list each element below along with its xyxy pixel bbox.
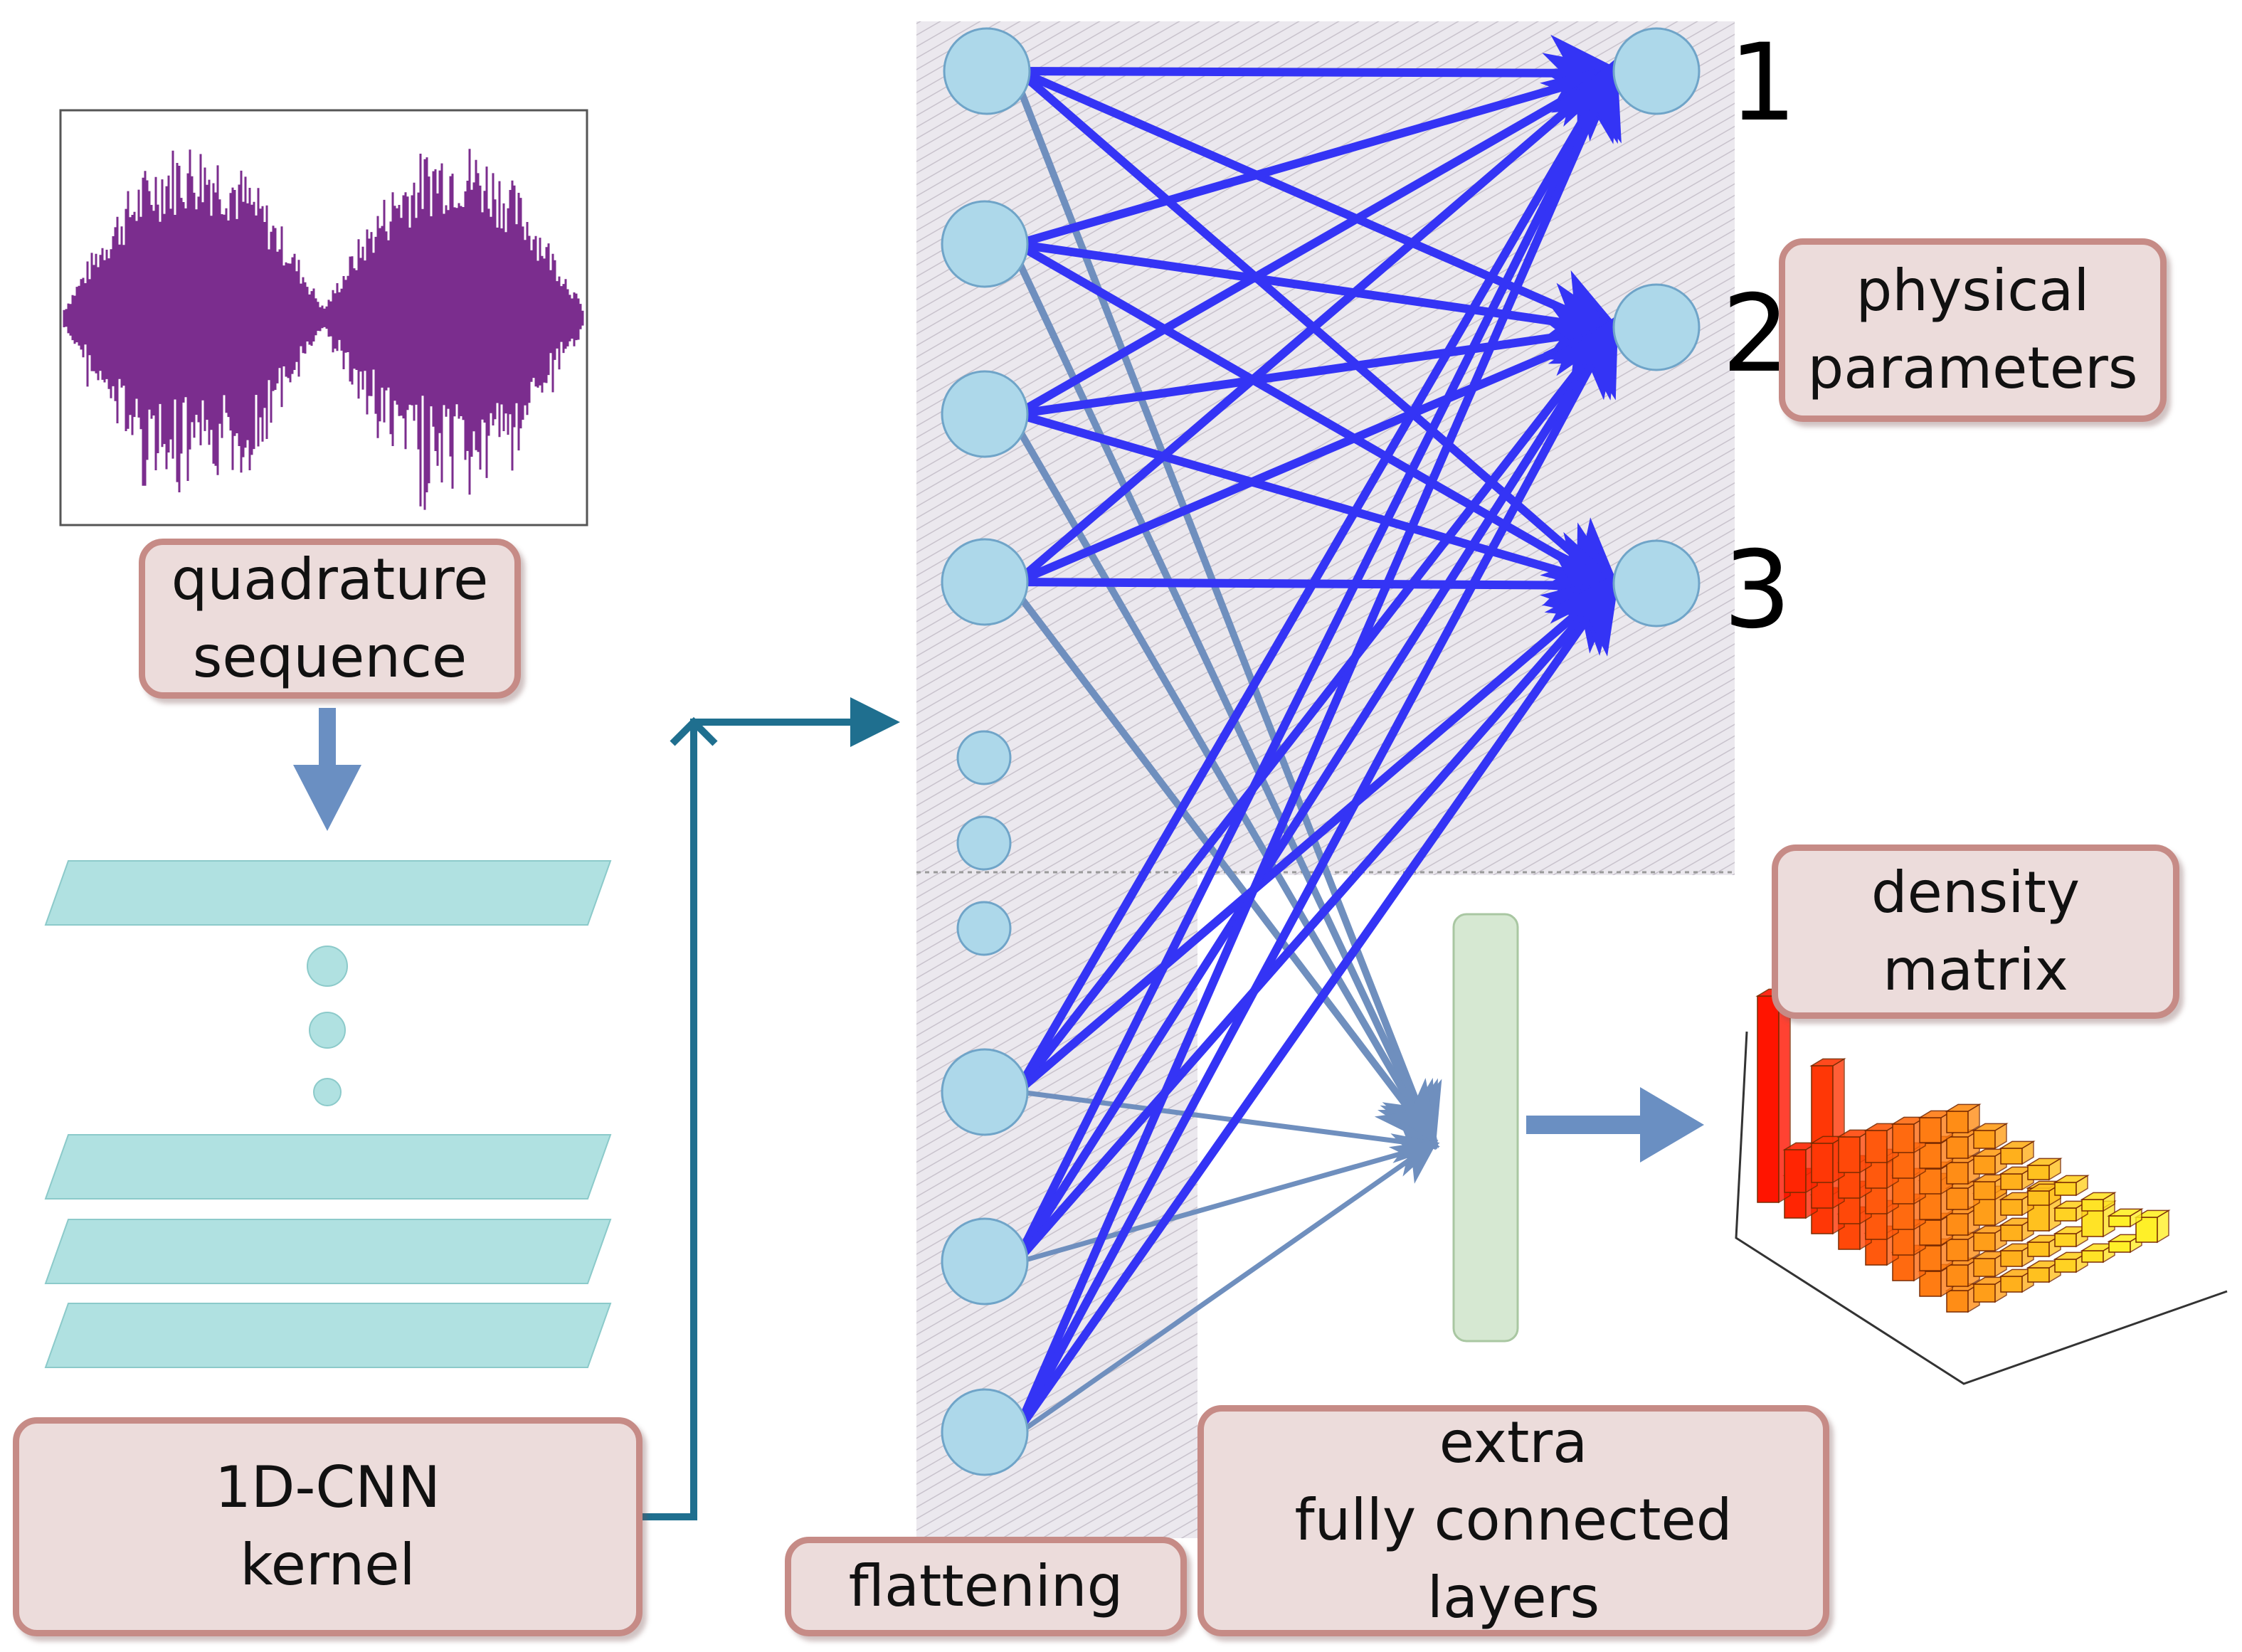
waveform-plot-icon xyxy=(63,149,584,510)
density-bar xyxy=(2080,1243,2117,1264)
cnn-kernel-label: 1D-CNN kernel xyxy=(13,1417,643,1636)
output-number-3: 3 xyxy=(1723,529,1792,652)
strong-edge xyxy=(1012,314,1619,1264)
output-node xyxy=(1612,539,1701,628)
network-edges xyxy=(1010,34,1627,1435)
sequence-to-cnn-arrow xyxy=(293,708,361,831)
strong-edge xyxy=(1015,240,1625,594)
strong-edge xyxy=(1015,65,1625,418)
physical-parameters-label: physical parameters xyxy=(1779,238,2167,422)
density-bar xyxy=(2053,1175,2090,1197)
flattening-label-line: flattening xyxy=(848,1552,1123,1619)
density-bar xyxy=(2107,1208,2144,1228)
strong-edge xyxy=(1016,240,1627,359)
output-node xyxy=(1612,283,1701,371)
flattening-label: flattening xyxy=(785,1537,1187,1636)
strong-edge xyxy=(1016,300,1627,418)
strong-edge xyxy=(1015,317,1627,586)
weak-edge xyxy=(1010,248,1438,1150)
density-bar xyxy=(2026,1260,2063,1283)
cnn-layer xyxy=(44,860,612,926)
flatten-node xyxy=(941,538,1029,626)
extra-fc-layers-label-line: fully connected xyxy=(1294,1487,1733,1554)
flatten-ellipsis-node xyxy=(956,730,1012,785)
output-nodes xyxy=(1612,27,1701,628)
strong-edge xyxy=(1012,58,1618,1264)
flatten-node xyxy=(941,1217,1029,1306)
density-matrix-label-line: density xyxy=(1871,859,2080,926)
flatten-node xyxy=(943,27,1031,115)
cnn-ellipsis-dot xyxy=(313,1078,342,1106)
fc-layer-bar xyxy=(1452,913,1519,1343)
density-matrix-label-line: matrix xyxy=(1883,936,2068,1003)
3d-bar-chart-icon xyxy=(1735,988,2228,1385)
cnn-to-flatten-connector xyxy=(640,697,900,1520)
extra-fc-layers-label-line: layers xyxy=(1427,1564,1600,1631)
strong-edge xyxy=(1012,314,1619,1434)
output-node xyxy=(1612,27,1701,115)
quadrature-sequence-label-line: quadrature xyxy=(171,546,489,613)
density-bar xyxy=(2080,1192,2117,1212)
cnn-layer-stack xyxy=(44,860,612,1368)
density-bar xyxy=(1999,1140,2036,1165)
weak-edge xyxy=(1010,585,1439,1148)
flatten-node xyxy=(941,370,1029,458)
density-bar xyxy=(2134,1209,2171,1244)
weak-edge xyxy=(1020,1133,1440,1264)
quadrature-sequence-label-line: sequence xyxy=(192,623,467,690)
cnn-ellipsis-dot xyxy=(309,1012,346,1049)
signal-plot xyxy=(59,109,588,526)
weak-edge xyxy=(1018,1139,1439,1434)
flatten-ellipsis-node xyxy=(956,815,1012,871)
strong-edge xyxy=(1013,572,1622,1264)
strong-edge xyxy=(1018,34,1627,112)
density-bar xyxy=(2053,1200,2090,1222)
flatten-node xyxy=(941,200,1029,288)
density-bar xyxy=(1891,1116,1928,1154)
strong-edge xyxy=(1017,67,1626,341)
cnn-layer xyxy=(44,1219,612,1284)
strong-edge xyxy=(1012,58,1622,1434)
strong-edge xyxy=(1014,574,1624,1096)
strong-edge xyxy=(1013,571,1620,1435)
flatten-ellipsis-node xyxy=(956,901,1012,956)
flatten-layer-nodes xyxy=(941,27,1031,1476)
cnn-kernel-label-line: 1D-CNN xyxy=(215,1454,440,1521)
density-matrix-label: density matrix xyxy=(1772,844,2179,1019)
density-bar xyxy=(1972,1123,2009,1150)
strong-edge xyxy=(1014,62,1624,586)
cnn-layer xyxy=(44,1303,612,1368)
extra-fc-layers-label: extra fully connected layers xyxy=(1197,1405,1829,1636)
density-bar xyxy=(2026,1158,2063,1181)
density-bar xyxy=(1972,1225,2009,1252)
strong-edge xyxy=(1012,58,1619,1095)
strong-edge xyxy=(1015,410,1627,606)
physical-parameters-label-line: physical xyxy=(1856,258,2090,324)
density-bar xyxy=(1945,1103,1982,1134)
flatten-node xyxy=(941,1048,1029,1136)
output-number-1: 1 xyxy=(1729,21,1797,145)
cnn-layer xyxy=(44,1134,612,1200)
weak-edge xyxy=(1010,418,1438,1150)
physical-parameters-label-line: parameters xyxy=(1807,335,2138,401)
fc-to-density-arrow xyxy=(1526,1087,1704,1163)
density-axis xyxy=(1735,1031,2228,1385)
flatten-node xyxy=(941,1388,1029,1476)
cnn-to-flatten-connector-arrowhead xyxy=(670,716,718,746)
strong-edge xyxy=(1013,316,1621,1095)
output-number-2: 2 xyxy=(1722,272,1790,396)
cnn-kernel-label-line: kernel xyxy=(240,1532,416,1598)
quadrature-sequence-label: quadrature sequence xyxy=(139,539,521,699)
strong-edge xyxy=(1015,53,1627,248)
extra-fc-layers-label-line: extra xyxy=(1439,1409,1588,1476)
cnn-ellipsis-dot xyxy=(307,946,348,987)
weak-edge xyxy=(1020,1089,1440,1163)
